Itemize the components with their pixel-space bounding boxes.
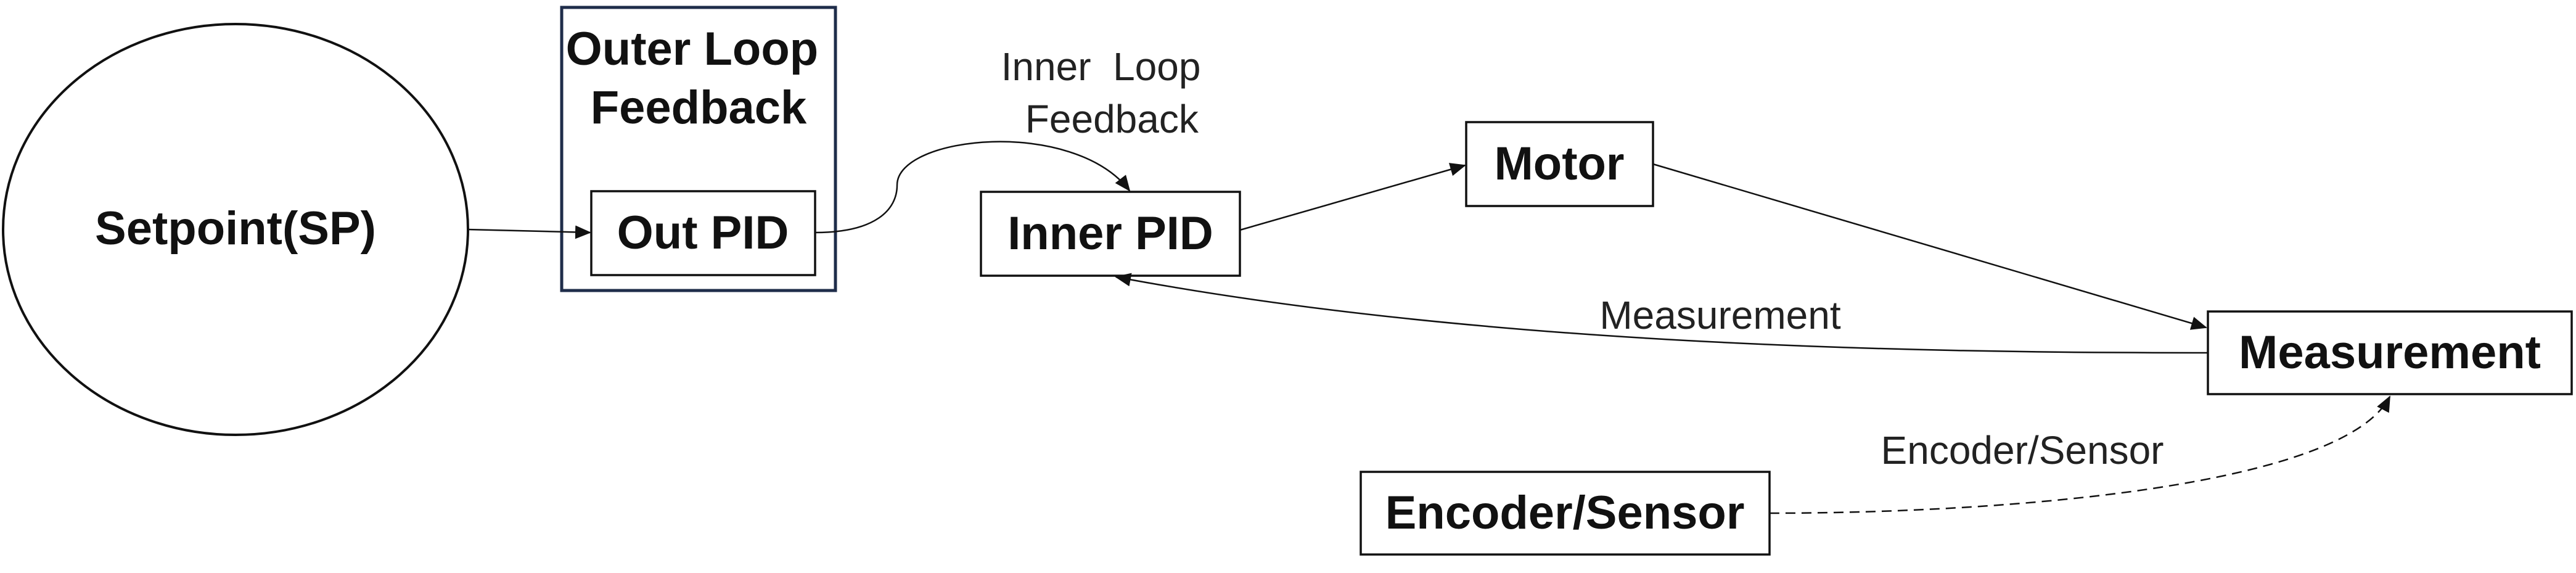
setpoint-label: Setpoint(SP) xyxy=(95,202,376,255)
outer-loop-title: Outer Loop Feedback xyxy=(566,23,832,134)
edge-setpoint-to-out-pid xyxy=(467,225,591,239)
outer-loop-group: Outer Loop Feedback Out PID xyxy=(560,6,837,292)
inner-pid-node: Inner PID xyxy=(980,191,1241,277)
motor-node: Motor xyxy=(1465,121,1654,207)
motor-label: Motor xyxy=(1494,138,1624,190)
encoder-sensor-edge-label: Encoder/Sensor xyxy=(1881,428,2164,472)
encoder-sensor-label: Encoder/Sensor xyxy=(1385,487,1745,539)
setpoint-node: Setpoint(SP) xyxy=(2,23,469,436)
edge-motor-to-measurement xyxy=(1652,163,2207,330)
edge-inner-pid-to-motor xyxy=(1239,163,1466,231)
inner-pid-label: Inner PID xyxy=(1007,207,1213,260)
measurement-node: Measurement xyxy=(2207,310,2573,395)
out-pid-label: Out PID xyxy=(617,207,789,259)
encoder-sensor-node: Encoder/Sensor xyxy=(1360,471,1771,556)
measurement-label: Measurement xyxy=(2239,326,2541,379)
outer-loop-container xyxy=(560,6,837,292)
inner-loop-feedback-label: Inner Loop Feedback xyxy=(0,0,1255,141)
edge-measurement-to-inner-pid xyxy=(1115,273,2209,354)
measurement-feedback-label: Measurement xyxy=(1599,293,1841,337)
edge-out-pid-to-inner-pid xyxy=(814,141,1131,234)
out-pid-node: Out PID xyxy=(590,190,816,276)
